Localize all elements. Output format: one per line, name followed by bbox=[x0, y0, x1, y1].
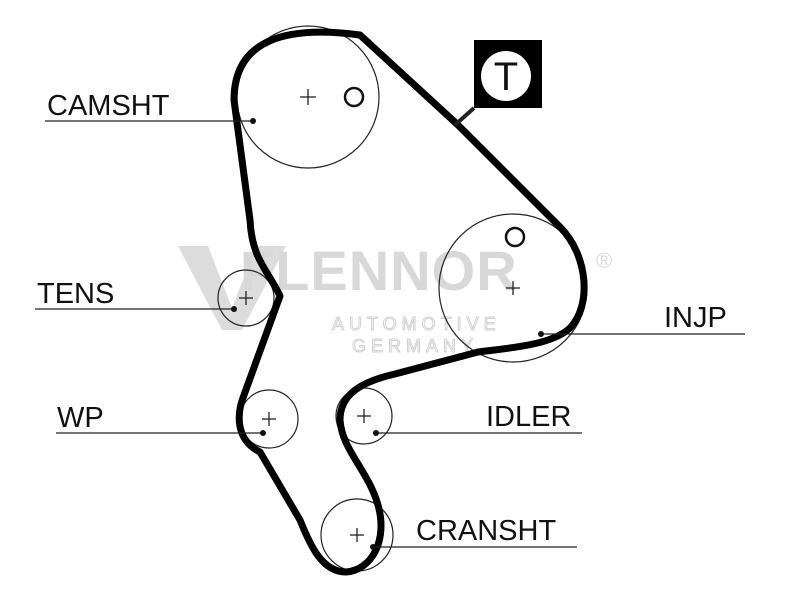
watermark-registered-mark: ® bbox=[596, 248, 612, 273]
idler-label: IDLER bbox=[486, 401, 571, 433]
crankshaft-callout: CRANSHT bbox=[370, 515, 577, 550]
badge-letter: T bbox=[494, 55, 518, 99]
camshaft-callout: CAMSHT bbox=[45, 90, 256, 124]
injection-pump-callout: INJP bbox=[538, 302, 745, 337]
water-pump-callout: WP bbox=[56, 402, 266, 436]
watermark-line2: GERMANY bbox=[352, 336, 478, 356]
watermark-logo-mark bbox=[178, 246, 286, 330]
camshaft-timing-hole bbox=[343, 86, 365, 108]
idler-callout: IDLER bbox=[373, 401, 582, 436]
tension-check-badge: T bbox=[453, 40, 542, 127]
tensioner-pulley bbox=[217, 269, 275, 327]
watermark-line1: AUTOMOTIVE bbox=[332, 314, 501, 334]
crankshaft-label: CRANSHT bbox=[416, 515, 556, 547]
timing-belt bbox=[230, 28, 588, 576]
injection-pump-label: INJP bbox=[664, 302, 727, 334]
badge-pointer bbox=[453, 106, 476, 127]
camshaft-label: CAMSHT bbox=[47, 90, 170, 122]
injection-pump-timing-hole bbox=[504, 226, 526, 248]
watermark-brand: FLENNOR bbox=[240, 239, 518, 302]
watermark: FLENNOR ® AUTOMOTIVE GERMANY bbox=[178, 239, 612, 357]
water-pump-label: WP bbox=[57, 402, 104, 434]
tensioner-label: TENS bbox=[37, 278, 114, 310]
tensioner-callout: TENS bbox=[35, 278, 237, 312]
